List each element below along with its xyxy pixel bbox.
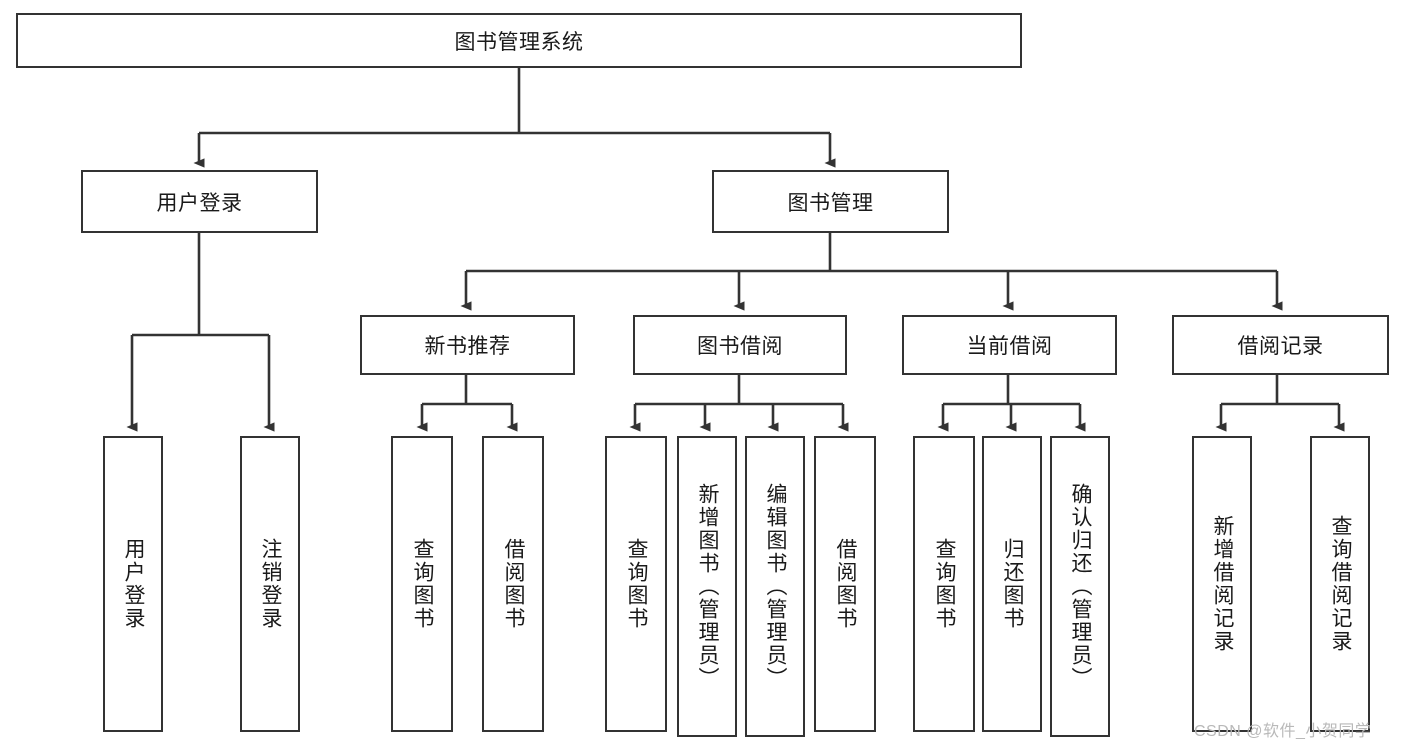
node-label: 新增借阅记录 — [1211, 515, 1235, 653]
node-borrow-record[interactable]: 借阅记录 — [1172, 315, 1389, 375]
node-label: 查询图书 — [625, 538, 649, 630]
csdn-watermark: CSDN @软件_小贺同学 — [1194, 723, 1372, 740]
node-label: 查询图书 — [411, 538, 435, 630]
node-leaf-return-book[interactable]: 归还图书 — [982, 436, 1042, 732]
node-leaf-add-book[interactable]: 新增图书（管理员） — [677, 436, 737, 737]
node-label: 图书管理系统 — [454, 30, 584, 54]
node-leaf-user-logout[interactable]: 注销登录 — [240, 436, 300, 732]
node-user-login[interactable]: 用户登录 — [81, 170, 318, 233]
node-leaf-query-borrow-record[interactable]: 查询借阅记录 — [1310, 436, 1370, 732]
node-leaf-borrow-book-recommend[interactable]: 借阅图书 — [482, 436, 544, 732]
node-new-book-recommend[interactable]: 新书推荐 — [360, 315, 575, 375]
node-label: 编辑图书（管理员） — [764, 483, 788, 690]
node-label: 新增图书（管理员） — [696, 483, 720, 690]
node-leaf-query-book-current[interactable]: 查询图书 — [913, 436, 975, 732]
node-leaf-query-book-borrow[interactable]: 查询图书 — [605, 436, 667, 732]
node-label: 图书借阅 — [697, 335, 783, 358]
node-label: 新书推荐 — [424, 335, 511, 358]
node-label: 借阅记录 — [1237, 335, 1324, 358]
node-leaf-borrow-book[interactable]: 借阅图书 — [814, 436, 876, 732]
node-label: 当前借阅 — [966, 335, 1053, 358]
node-leaf-user-login[interactable]: 用户登录 — [103, 436, 163, 732]
node-label: 归还图书 — [1001, 538, 1025, 630]
node-book-management-system[interactable]: 图书管理系统 — [16, 13, 1022, 68]
node-label: 查询图书 — [933, 538, 957, 630]
node-book-management[interactable]: 图书管理 — [712, 170, 949, 233]
node-label: 确认归还（管理员） — [1069, 483, 1093, 690]
node-leaf-add-borrow-record[interactable]: 新增借阅记录 — [1192, 436, 1252, 732]
node-book-borrow[interactable]: 图书借阅 — [633, 315, 847, 375]
node-label: 查询借阅记录 — [1329, 515, 1353, 653]
node-current-borrow[interactable]: 当前借阅 — [902, 315, 1117, 375]
node-leaf-edit-book[interactable]: 编辑图书（管理员） — [745, 436, 805, 737]
node-label: 用户登录 — [156, 191, 243, 215]
node-label: 注销登录 — [259, 538, 283, 630]
node-label: 图书管理 — [787, 191, 874, 215]
node-leaf-query-book-recommend[interactable]: 查询图书 — [391, 436, 453, 732]
node-leaf-confirm-return[interactable]: 确认归还（管理员） — [1050, 436, 1110, 737]
node-label: 借阅图书 — [834, 538, 858, 630]
node-label: 借阅图书 — [502, 538, 526, 630]
node-label: 用户登录 — [122, 538, 146, 630]
